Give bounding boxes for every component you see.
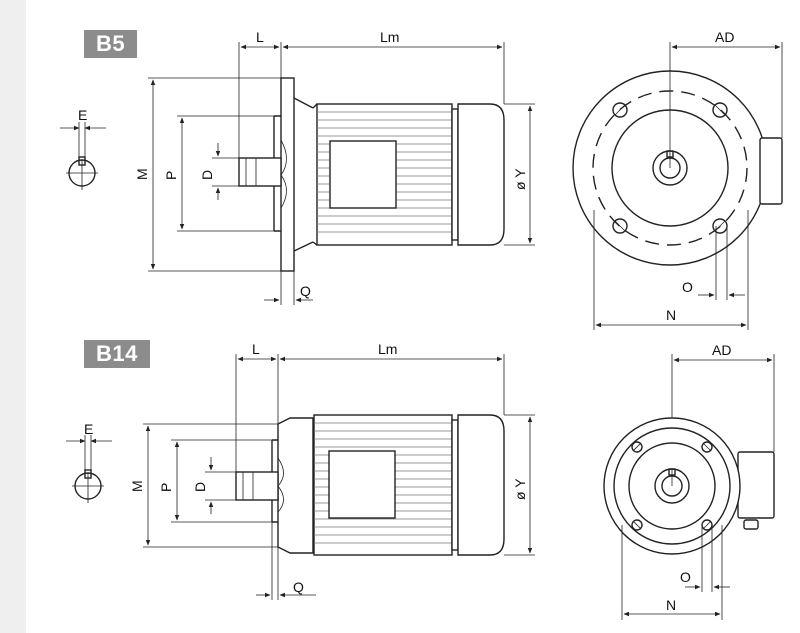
b14-terminal-box — [328, 450, 396, 519]
b5-shaft-key-detail — [60, 122, 106, 190]
b5-label-Lm: Lm — [380, 29, 399, 45]
b14-label-AD: AD — [712, 342, 731, 358]
b14-label-Q: Q — [293, 579, 304, 595]
b5-label-AD: AD — [715, 29, 734, 45]
b14-label-N: N — [666, 597, 676, 613]
b5-label-Q: Q — [300, 283, 311, 299]
b5-flange — [280, 77, 295, 272]
b5-label-D: D — [199, 170, 215, 180]
left-margin-stripe — [0, 0, 26, 633]
badge-b5: B5 — [84, 30, 138, 58]
b5-label-L: L — [256, 29, 264, 45]
b14-flange — [277, 417, 314, 554]
b14-label-L: L — [252, 341, 260, 357]
b5-shaft — [238, 157, 282, 187]
b5-label-N: N — [666, 307, 676, 323]
b14-label-O: O — [680, 569, 691, 585]
badge-b14: B14 — [84, 340, 150, 368]
b14-label-P: P — [158, 483, 174, 492]
b5-bolt-holes — [612, 102, 728, 234]
b5-label-P: P — [163, 171, 179, 180]
b5-end-view — [572, 42, 783, 330]
b14-label-D: D — [192, 482, 208, 492]
b14-fan-cover — [457, 414, 505, 556]
b14-side-view — [66, 354, 535, 600]
b5-terminal-box — [329, 140, 397, 209]
b5-terminal-box-end — [759, 137, 783, 205]
b5-label-M: M — [134, 168, 150, 180]
b5-label-O: O — [682, 279, 693, 295]
b5-label-Y: ø Y — [512, 168, 528, 190]
b14-label-M: M — [129, 480, 145, 492]
b14-shaft-key-detail — [66, 435, 112, 503]
b14-label-Lm: Lm — [378, 341, 397, 357]
b5-fan-cover — [457, 103, 505, 246]
b14-shaft — [235, 471, 279, 501]
b14-terminal-box-end — [737, 451, 775, 519]
b14-label-E: E — [84, 421, 93, 437]
b5-label-E: E — [78, 107, 87, 123]
b14-label-Y: ø Y — [512, 478, 528, 500]
b5-side-view — [60, 42, 535, 305]
b14-end-view — [603, 354, 775, 620]
